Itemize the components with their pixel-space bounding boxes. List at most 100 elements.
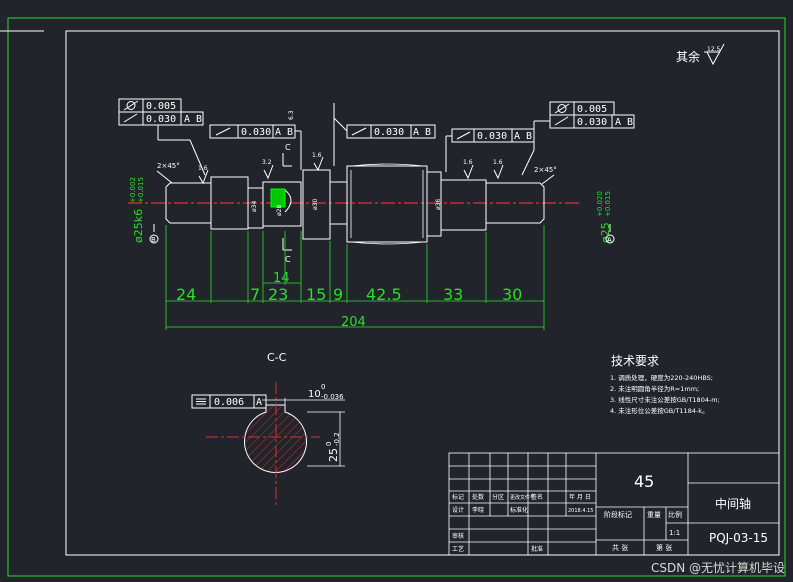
- section-view: [206, 382, 320, 505]
- shaft-outline: [165, 165, 545, 243]
- svg-text:标准化: 标准化: [510, 506, 528, 514]
- fcf-section-ref: A: [256, 397, 262, 408]
- svg-text:签名: 签名: [531, 493, 543, 501]
- fcf-left-runout: [209, 124, 302, 170]
- inner-dia-1: ø34: [251, 201, 258, 212]
- fcf-left-top-row2: 0.030: [146, 114, 176, 125]
- right-diameter: ø25 +0.020 +0.015: [596, 191, 612, 243]
- datum-a: A: [607, 236, 612, 244]
- svg-text:审核: 审核: [452, 532, 464, 540]
- svg-text:年 月 日: 年 月 日: [569, 493, 591, 501]
- svg-text:批准: 批准: [531, 545, 543, 553]
- tb-sheets-total: 共 张: [612, 543, 628, 552]
- roughness-label: 其余: [676, 49, 700, 64]
- dim-33: 33: [443, 285, 463, 304]
- rough-marks: [198, 156, 504, 185]
- dim-7: 7: [250, 285, 260, 304]
- fcf-left-top: [118, 98, 206, 176]
- fcf-right-runout-ref: A B: [514, 131, 532, 142]
- dim-total: 204: [341, 315, 366, 330]
- inner-border: [65, 30, 780, 556]
- inner-dia-4: ø36: [435, 199, 442, 210]
- dimension-extensions: [165, 225, 545, 330]
- fcf-right-top: [521, 101, 635, 176]
- fcf-right-top-row2: 0.030: [577, 117, 607, 128]
- tech-item-2: 2. 未注明圆角半径为R=1mm;: [610, 384, 699, 393]
- dim-key-14: 14: [273, 271, 290, 286]
- svg-text:标记: 标记: [452, 493, 464, 501]
- svg-text:+0.002: +0.002: [129, 177, 137, 203]
- chamfer-left: 2×45°: [157, 162, 180, 170]
- svg-text:处数: 处数: [472, 493, 484, 501]
- fcf-right-runout-value: 0.030: [477, 131, 507, 142]
- fcf-left-runout-value: 0.030: [241, 127, 271, 138]
- tb-weight-label: 重量: [647, 511, 661, 519]
- svg-text:分区: 分区: [492, 493, 504, 501]
- depth-tol-lower: -0.2: [333, 432, 341, 446]
- fcf-right-runout: [445, 128, 535, 172]
- chamfer-left-leader: [156, 170, 173, 184]
- tb-part-name: 中间轴: [715, 496, 751, 511]
- tech-item-3: 3. 线性尺寸未注公差按GB/T1804-m;: [610, 395, 720, 404]
- inner-dia-3: ø30: [312, 199, 319, 210]
- datum-a-marker: [605, 224, 615, 244]
- gear-teeth: [350, 163, 424, 245]
- tb-sheet-no: 第 张: [656, 543, 672, 552]
- svg-text:设计: 设计: [452, 506, 464, 514]
- fcf-left-runout-ref: A B: [275, 127, 293, 138]
- tech-item-4: 4. 未注形位公差按GB/T1184-k。: [610, 406, 709, 415]
- roughness-value: 12.5: [707, 46, 721, 53]
- keyway-width: 10: [308, 389, 321, 400]
- tb-stage-label: 阶段标记: [604, 510, 632, 519]
- tech-item-1: 1. 调质处理，硬度为220-240HBS;: [610, 373, 713, 382]
- chamfer-right-leader: [541, 174, 555, 185]
- rough-mark-6: 6.3: [288, 110, 295, 120]
- fcf-middle-runout: [333, 103, 436, 166]
- svg-text:+0.020: +0.020: [596, 191, 604, 217]
- keyway-depth: 25: [327, 448, 340, 462]
- fcf-left-top-ref: A B: [184, 114, 202, 125]
- rough-mark-3: 1.6: [312, 152, 322, 159]
- title-block: [448, 452, 780, 556]
- keyway-tol-lower: -0.036: [321, 393, 344, 401]
- svg-text:ø25k6: ø25k6: [132, 209, 145, 243]
- svg-text:2018.4.15: 2018.4.15: [568, 508, 593, 514]
- section-mark-top: C: [285, 143, 291, 152]
- dim-9: 9: [333, 285, 343, 304]
- outer-border: [7, 17, 786, 577]
- tb-scale-label: 比例: [668, 510, 682, 519]
- rough-mark-1: 1.6: [198, 165, 208, 172]
- svg-text:+0.015: +0.015: [604, 191, 612, 217]
- dim-42-5: 42.5: [366, 285, 402, 304]
- svg-text:李晓: 李晓: [472, 506, 484, 514]
- roughness-symbol: [704, 43, 725, 66]
- fcf-right-top-ref: A B: [615, 117, 633, 128]
- rough-mark-5: 1.6: [493, 159, 503, 166]
- depth-tol-upper: 0: [325, 442, 333, 446]
- fcf-left-top-row1: 0.005: [146, 101, 176, 112]
- tech-title: 技术要求: [611, 354, 659, 368]
- svg-text:ø25: ø25: [599, 222, 612, 243]
- section-title: C-C: [267, 351, 287, 364]
- keyway-slot: [270, 188, 292, 213]
- keyway-tol-upper: 0: [321, 383, 325, 391]
- dimension-texts: 24 7 23 15 9 42.5 33 30 14 204: [176, 271, 522, 330]
- tb-headers: 标记 处数 分区 更改文件号 签名 年 月 日 设计 李晓 标准化 2018.4…: [452, 493, 593, 553]
- chamfer-right: 2×45°: [534, 166, 557, 174]
- fcf-middle-runout-ref: A B: [413, 127, 431, 138]
- left-diameter: ø25k6 +0.002 +0.015: [129, 177, 145, 243]
- section-mark-bottom: C: [285, 255, 291, 264]
- watermark: CSDN @无忧计算机毕设: [650, 561, 785, 575]
- datum-b-marker: [149, 224, 159, 244]
- dim-30: 30: [502, 285, 522, 304]
- tb-material: 45: [634, 472, 654, 491]
- dim-24: 24: [176, 285, 196, 304]
- tb-scale: 1:1: [669, 529, 680, 537]
- inner-dia-2: ø28: [276, 205, 283, 216]
- tb-drawing-no: PQJ-03-15: [709, 531, 768, 545]
- fcf-section-value: 0.006: [214, 397, 244, 408]
- svg-text:更改文件号: 更改文件号: [510, 494, 535, 501]
- fcf-section: [191, 394, 267, 409]
- dim-23: 23: [268, 285, 288, 304]
